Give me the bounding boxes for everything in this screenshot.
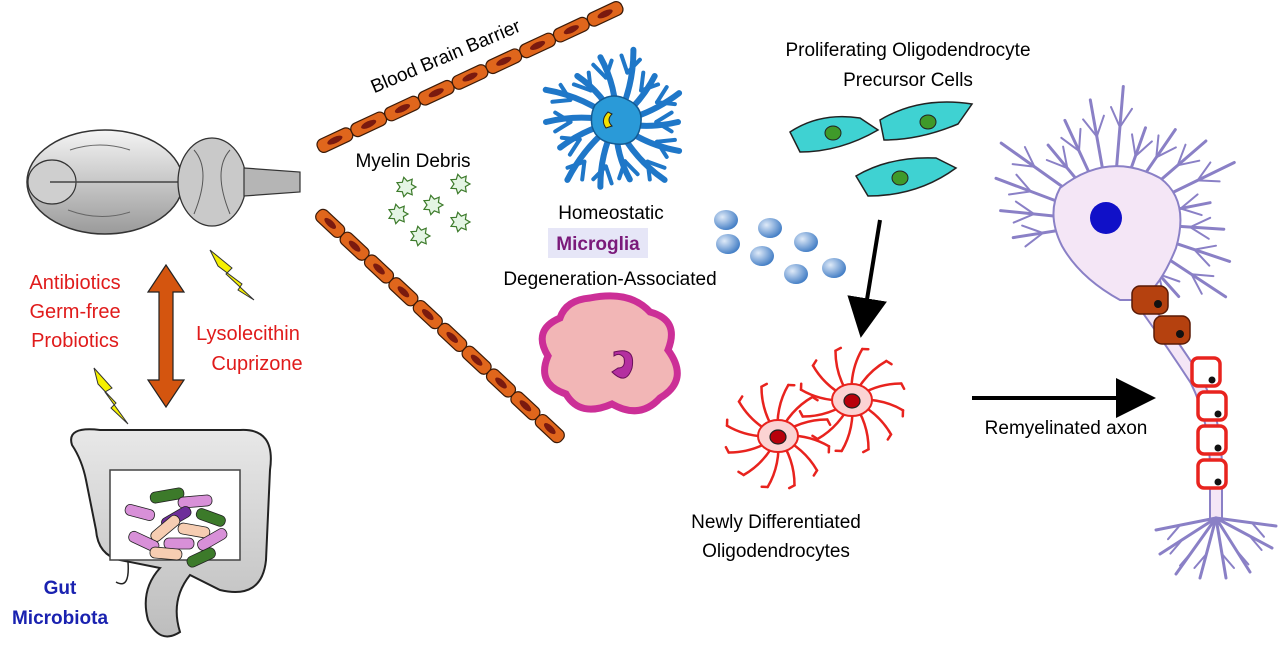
gut-illustration xyxy=(70,428,272,638)
brain-illustration xyxy=(26,129,301,235)
double-arrow-icon xyxy=(146,263,186,409)
oligodendrocytes-label: Oligodendrocytes xyxy=(702,541,850,562)
germ-free-label: Germ-free xyxy=(29,301,120,323)
homeostatic-microglia-cell xyxy=(542,46,683,190)
lightning-bolt-icon xyxy=(209,249,255,301)
degeneration-associated-microglia-cell xyxy=(538,292,681,415)
gut-label: Gut xyxy=(44,578,77,599)
homeostatic-label: Homeostatic xyxy=(558,203,664,224)
opc-cells xyxy=(789,101,974,197)
lightning-bolt-icon xyxy=(93,367,129,425)
antibiotics-label: Antibiotics xyxy=(29,272,120,294)
neuron-illustration xyxy=(994,85,1278,580)
lysolecithin-label: Lysolecithin xyxy=(196,323,300,345)
cuprizone-label: Cuprizone xyxy=(211,353,302,375)
differentiation-arrow xyxy=(847,219,887,338)
opc-label-line1: Proliferating Oligodendrocyte xyxy=(785,40,1030,61)
newly-differentiated-label: Newly Differentiated xyxy=(691,512,861,533)
degeneration-associated-label: Degeneration-Associated xyxy=(503,269,716,290)
remyelinated-axon-label: Remyelinated axon xyxy=(985,418,1148,439)
opc-label-line2: Precursor Cells xyxy=(843,70,973,91)
oligodendrocyte-cells xyxy=(724,346,906,490)
probiotics-label: Probiotics xyxy=(31,330,119,352)
myelin-debris-particles xyxy=(387,173,472,247)
microbiota-label: Microbiota xyxy=(12,608,108,629)
myelin-debris-label: Myelin Debris xyxy=(355,151,470,172)
blood-vessel-bottom xyxy=(315,208,565,444)
signaling-molecules xyxy=(714,210,846,284)
microglia-label: Microglia xyxy=(556,234,640,255)
blood-vessel-top xyxy=(316,1,624,153)
microglia-highlight xyxy=(548,228,648,258)
